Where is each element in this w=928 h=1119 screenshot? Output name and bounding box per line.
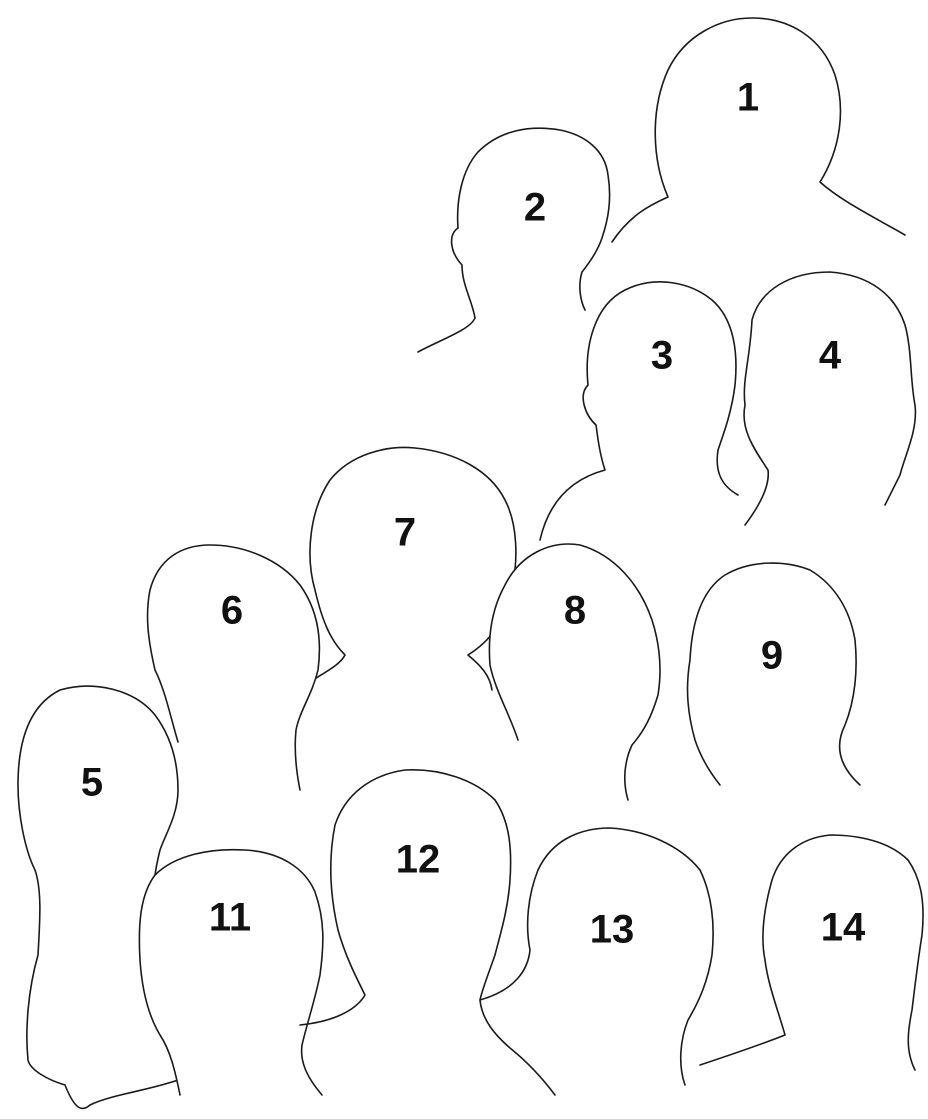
figure-number-8: 8 [564,589,586,633]
figure-number-5: 5 [81,761,103,805]
figure-number-3: 3 [651,334,673,378]
figure-4: 4 [744,272,915,525]
figure-number-7: 7 [394,511,416,555]
head-silhouette-1 [612,18,905,242]
head-silhouette-8 [489,544,660,800]
figure-1: 1 [612,18,905,242]
figure-2: 2 [418,128,610,352]
head-silhouette-14 [700,835,923,1070]
figure-number-13: 13 [590,908,635,952]
head-silhouette-2 [418,128,610,352]
figure-12: 12 [300,770,511,1025]
figure-number-1: 1 [737,76,759,120]
figure-9: 9 [688,563,860,785]
figure-8: 8 [489,544,660,800]
head-silhouette-7 [288,447,516,765]
head-silhouette-4 [744,272,915,525]
head-silhouette-12 [300,770,511,1025]
figure-13: 13 [480,828,713,1095]
figure-number-6: 6 [221,589,243,633]
head-silhouette-13 [480,828,713,1095]
figure-number-12: 12 [396,838,441,882]
figure-number-14: 14 [821,906,866,950]
figure-number-11: 11 [209,896,251,940]
figure-14: 14 [700,835,923,1070]
figure-number-9: 9 [761,634,783,678]
figure-3: 3 [540,282,738,540]
figure-number-2: 2 [524,186,546,230]
head-silhouette-3 [540,282,738,540]
figure-number-4: 4 [819,334,842,378]
figure-7: 7 [288,447,516,765]
